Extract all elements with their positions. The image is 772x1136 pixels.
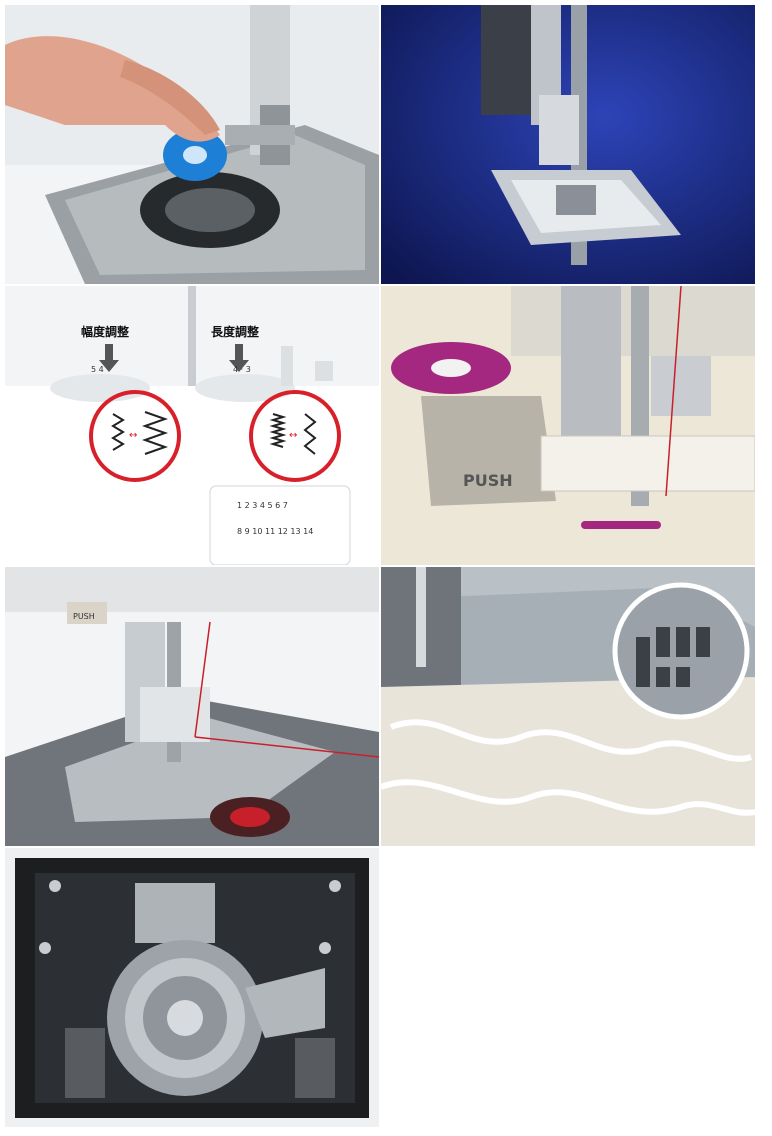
stitch-dials-photo: 幅度調整 長度調整 5 4 4 · 3 ↔ ↔ 1 2 3 4 5 6 7 8 …: [5, 286, 379, 565]
width-highlight-circle: [89, 390, 181, 482]
threading-foot-photo: PUSH: [5, 567, 379, 846]
threading-foot-image: PUSH: [5, 567, 379, 846]
width-dial-numbers: 5 4: [91, 365, 104, 374]
push-label: PUSH: [463, 471, 513, 490]
stitch-numbers-row-1: 1 2 3 4 5 6 7: [237, 501, 288, 510]
length-label: 長度調整: [211, 324, 259, 339]
bobbin-case-photo: [5, 848, 379, 1127]
push-tab: [421, 396, 556, 506]
bobbin-case-image: [5, 848, 379, 1127]
buttonhole-foot-image: PUSH: [381, 286, 755, 565]
length-dial-numbers: 4 · 3: [233, 365, 251, 374]
length-highlight-circle: [249, 390, 341, 482]
hand: [5, 36, 220, 142]
lace-fabric: [381, 677, 755, 846]
presser-foot-image: [381, 5, 755, 284]
buttonhole-foot-photo: PUSH: [381, 286, 755, 565]
feed-dog-plate: [135, 883, 215, 943]
stitch-dials-image: 幅度調整 長度調整 5 4 4 · 3 ↔ ↔ 1 2 3 4 5 6 7 8 …: [5, 286, 379, 565]
arrow-down-icon: [229, 344, 249, 372]
feed-dog-lace-image: [381, 567, 755, 846]
bobbin-insert-image: [5, 5, 379, 284]
foot-label: PUSH: [73, 612, 95, 621]
needle-plate: [65, 717, 335, 822]
feed-dog-lace-photo: [381, 567, 755, 846]
width-label: 幅度調整: [81, 324, 129, 339]
presser-foot-photo: [381, 5, 755, 284]
stitch-numbers-row-2: 8 9 10 11 12 13 14: [237, 527, 313, 536]
bobbin-insert-photo: [5, 5, 379, 284]
svg-text:↔: ↔: [289, 430, 297, 441]
svg-text:↔: ↔: [129, 430, 137, 441]
arrow-down-icon: [99, 344, 119, 372]
